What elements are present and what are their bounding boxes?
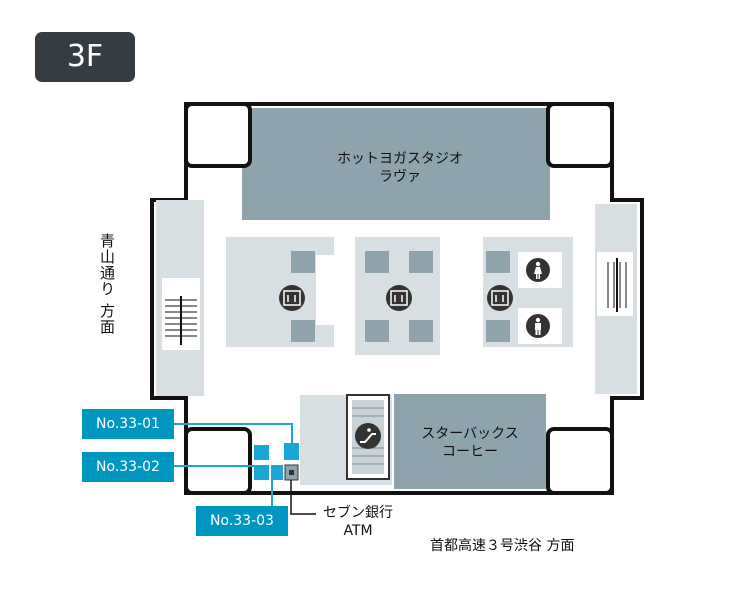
- elevator-icon: [279, 285, 305, 311]
- shop-yoga-block: [242, 108, 550, 220]
- corner-tl: [184, 102, 252, 168]
- shop-starbucks-block: [394, 394, 546, 489]
- escalator-icon: [355, 423, 381, 449]
- shop-yoga-line2: ラヴァ: [379, 169, 421, 185]
- elevator-cars: [291, 251, 510, 342]
- aoyama-direction: 青山通り 方面: [98, 233, 116, 335]
- locker-tag-33-03[interactable]: No.33-03: [196, 506, 288, 536]
- locker-33-02-box-a: [254, 445, 269, 460]
- stairs-right: [597, 252, 633, 316]
- locker-33-03-box: [271, 465, 283, 480]
- shop-yoga-line1: ホットヨガスタジオ: [337, 151, 463, 167]
- shop-starbucks-label[interactable]: スターバックス コーヒー: [394, 425, 546, 461]
- restroom-female-icon: [526, 258, 550, 282]
- shop-starbucks-line1: スターバックス: [421, 426, 519, 442]
- elevator-icon: [386, 285, 412, 311]
- locker-33-01-box: [284, 443, 299, 460]
- elevator-icon: [487, 285, 513, 311]
- shop-starbucks-line2: コーヒー: [442, 444, 498, 460]
- atm-label[interactable]: セブン銀行 ATM: [318, 504, 398, 540]
- locker-tag-33-02[interactable]: No.33-02: [82, 452, 174, 482]
- locker-33-02-box-b: [254, 465, 269, 480]
- restroom-male-icon: [526, 314, 550, 338]
- corner-br: [546, 427, 614, 495]
- shop-yoga-label[interactable]: ホットヨガスタジオ ラヴァ: [300, 150, 500, 186]
- atm-line2: ATM: [343, 523, 373, 539]
- locker-tag-33-01[interactable]: No.33-01: [82, 409, 174, 439]
- corner-bl: [184, 427, 252, 495]
- floor-badge: 3F: [35, 32, 135, 82]
- shuto-direction: 首都高速３号渋谷 方面: [430, 538, 575, 554]
- corner-tr: [546, 102, 614, 168]
- atm-line1: セブン銀行: [323, 505, 393, 521]
